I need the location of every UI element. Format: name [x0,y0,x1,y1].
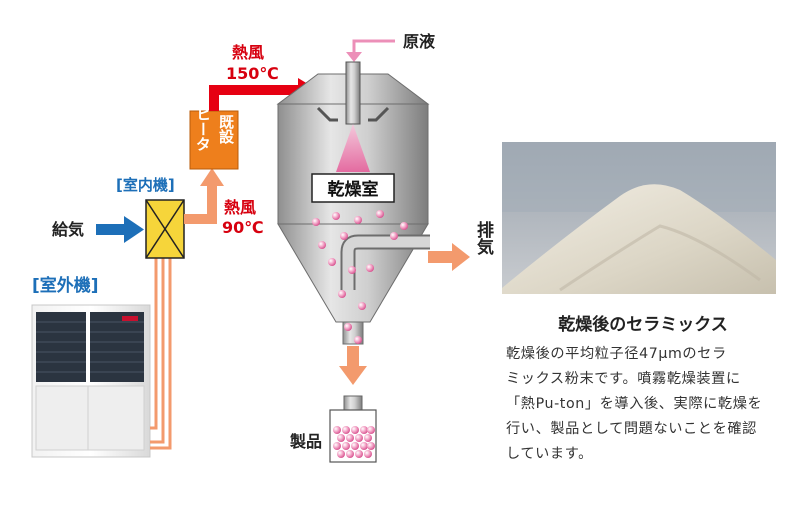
drying-tower [276,61,430,345]
drying-chamber-label: 乾燥室 [328,179,379,200]
heater-label-col1: ヒータ [194,107,212,152]
indoor-unit-label: [室内機] [116,176,175,194]
photo-caption-body: 乾燥後の平均粒子径47μmのセラ ミックス粉末です。噴霧乾燥装置に 「熱Pu-t… [506,342,790,467]
warm-air-90-arrow [184,168,224,224]
exhaust-arrow [428,243,470,271]
exhaust-label: 排気 [473,220,495,256]
existing-heater [189,110,239,170]
supply-air-label: 給気 [52,220,84,239]
ceramic-powder-photo [502,142,776,294]
product-label: 製品 [289,432,322,451]
outdoor-unit [31,304,151,458]
particles [312,210,408,344]
outdoor-unit-label: [室外機] [32,275,99,296]
refrigerant-pipes [150,256,172,450]
caption-line: 「熱Pu-ton」を導入後、実際に乾燥を [506,396,763,412]
caption-line: 乾燥後の平均粒子径47μmのセラ [506,346,727,362]
caption-line: 行い、製品として問題ないことを確認 [506,421,757,437]
hot-air-90-label: 熱風 [224,198,256,217]
caption-line: しています。 [506,446,593,462]
brand-logo-mark [122,316,138,321]
product-beads [333,426,375,458]
photo-caption-title: 乾燥後のセラミックス [558,315,728,335]
caption-line: ミックス粉末です。噴霧乾燥装置に [506,371,741,387]
drying-chamber-box [311,173,395,203]
hot-air-150-temp: 150℃ [226,64,279,83]
hot-air-150-label: 熱風 [232,43,264,62]
supply-air-arrow [96,216,144,243]
hot-air-90-temp: 90℃ [222,218,264,237]
heater-label-col2: 既設 [217,114,235,145]
raw-liquid-arrow [346,39,395,62]
raw-liquid-label: 原液 [403,32,436,51]
product-arrow [339,346,367,385]
indoor-unit [145,199,185,259]
spray-mist [336,124,370,172]
